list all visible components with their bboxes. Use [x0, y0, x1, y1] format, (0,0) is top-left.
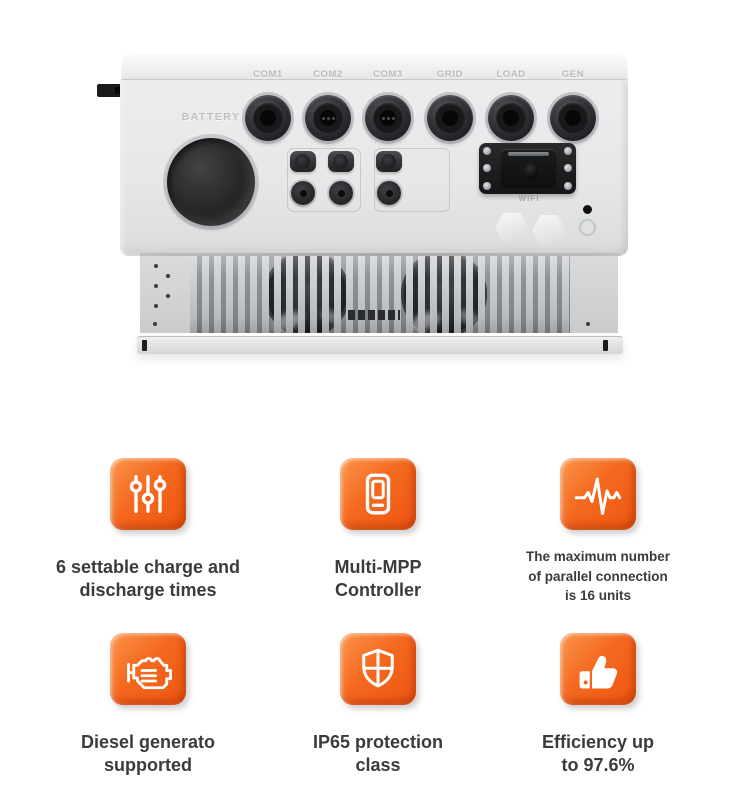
wifi-label: WIFI [518, 194, 540, 203]
feature-item-ip65: IP65 protection class [258, 633, 498, 777]
small-gland-panel-outline [374, 148, 450, 212]
heatsink-side-plate-left [140, 256, 190, 333]
small-gland [329, 181, 353, 205]
feature-item-charge-times: 6 settable charge and discharge times [28, 458, 268, 602]
vent-valve [583, 205, 592, 214]
port-label-grid: GRID [436, 69, 464, 80]
cable-gland-gen [550, 95, 596, 141]
cable-clip-notch [115, 87, 123, 94]
heatsink-side-plate-right [570, 256, 618, 333]
battery-label: BATTERY [181, 111, 241, 123]
comm-connector-block [479, 143, 576, 194]
comm-connector-socket [500, 149, 557, 188]
cable-gland-load [488, 95, 534, 141]
feature-label: The maximum number of parallel connectio… [525, 549, 671, 603]
feature-label: Efficiency up to 97.6% [541, 732, 655, 775]
small-gland [291, 181, 315, 205]
gland-pins [386, 116, 390, 120]
case-heatsink-seam [140, 253, 620, 256]
screw-icon [564, 147, 572, 155]
tablet-icon [340, 458, 416, 530]
feature-item-efficiency: Efficiency up to 97.6% [478, 633, 718, 777]
port-label-com3: COM3 [373, 69, 403, 80]
port-label-load: LOAD [496, 69, 526, 80]
cable-gland-grid [427, 95, 473, 141]
screw-icon [483, 147, 491, 155]
small-gland [328, 151, 354, 172]
screw-icon [564, 182, 572, 190]
engine-icon [110, 633, 186, 705]
screw-icon [564, 164, 572, 172]
small-gland [290, 151, 316, 172]
feature-item-diesel: Diesel generato supported [28, 633, 268, 777]
heatsink [190, 256, 570, 333]
connector-knob [524, 163, 538, 179]
feature-label: Diesel generato supported [80, 732, 216, 775]
shield-icon [340, 633, 416, 705]
cable-gland-com2 [305, 95, 351, 141]
vent-slots [348, 310, 400, 320]
feature-item-parallel: The maximum number of parallel connectio… [478, 458, 718, 606]
cable-gland-com1 [245, 95, 291, 141]
cable-clip [97, 84, 127, 97]
port-label-com1: COM1 [253, 69, 283, 80]
cable-gland-com3 [365, 95, 411, 141]
small-gland [376, 151, 402, 172]
pulse-icon [560, 458, 636, 530]
battery-knockout-cover [167, 138, 255, 226]
port-label-gen: GEN [561, 69, 585, 80]
small-gland [377, 181, 401, 205]
feature-label: IP65 protection class [312, 732, 444, 775]
thumbs-up-icon [560, 633, 636, 705]
screw-icon [483, 182, 491, 190]
heatsink-fins [190, 256, 570, 333]
inverter-bottom-photo: COM1 COM2 COM3 GRID LOAD GEN BATTERY [97, 52, 628, 354]
mounting-bracket [137, 336, 623, 354]
screw-icon [483, 164, 491, 172]
small-gland-panel-outline [287, 148, 361, 212]
feature-label: Multi-MPP Controller [334, 557, 422, 600]
sliders-icon [110, 458, 186, 530]
wifi-gland [532, 215, 566, 245]
screw-icon [579, 219, 596, 236]
port-label-com2: COM2 [313, 69, 343, 80]
feature-item-multi-mpp: Multi-MPP Controller [258, 458, 498, 602]
gland-pins [326, 116, 330, 120]
feature-label: 6 settable charge and discharge times [55, 557, 241, 600]
